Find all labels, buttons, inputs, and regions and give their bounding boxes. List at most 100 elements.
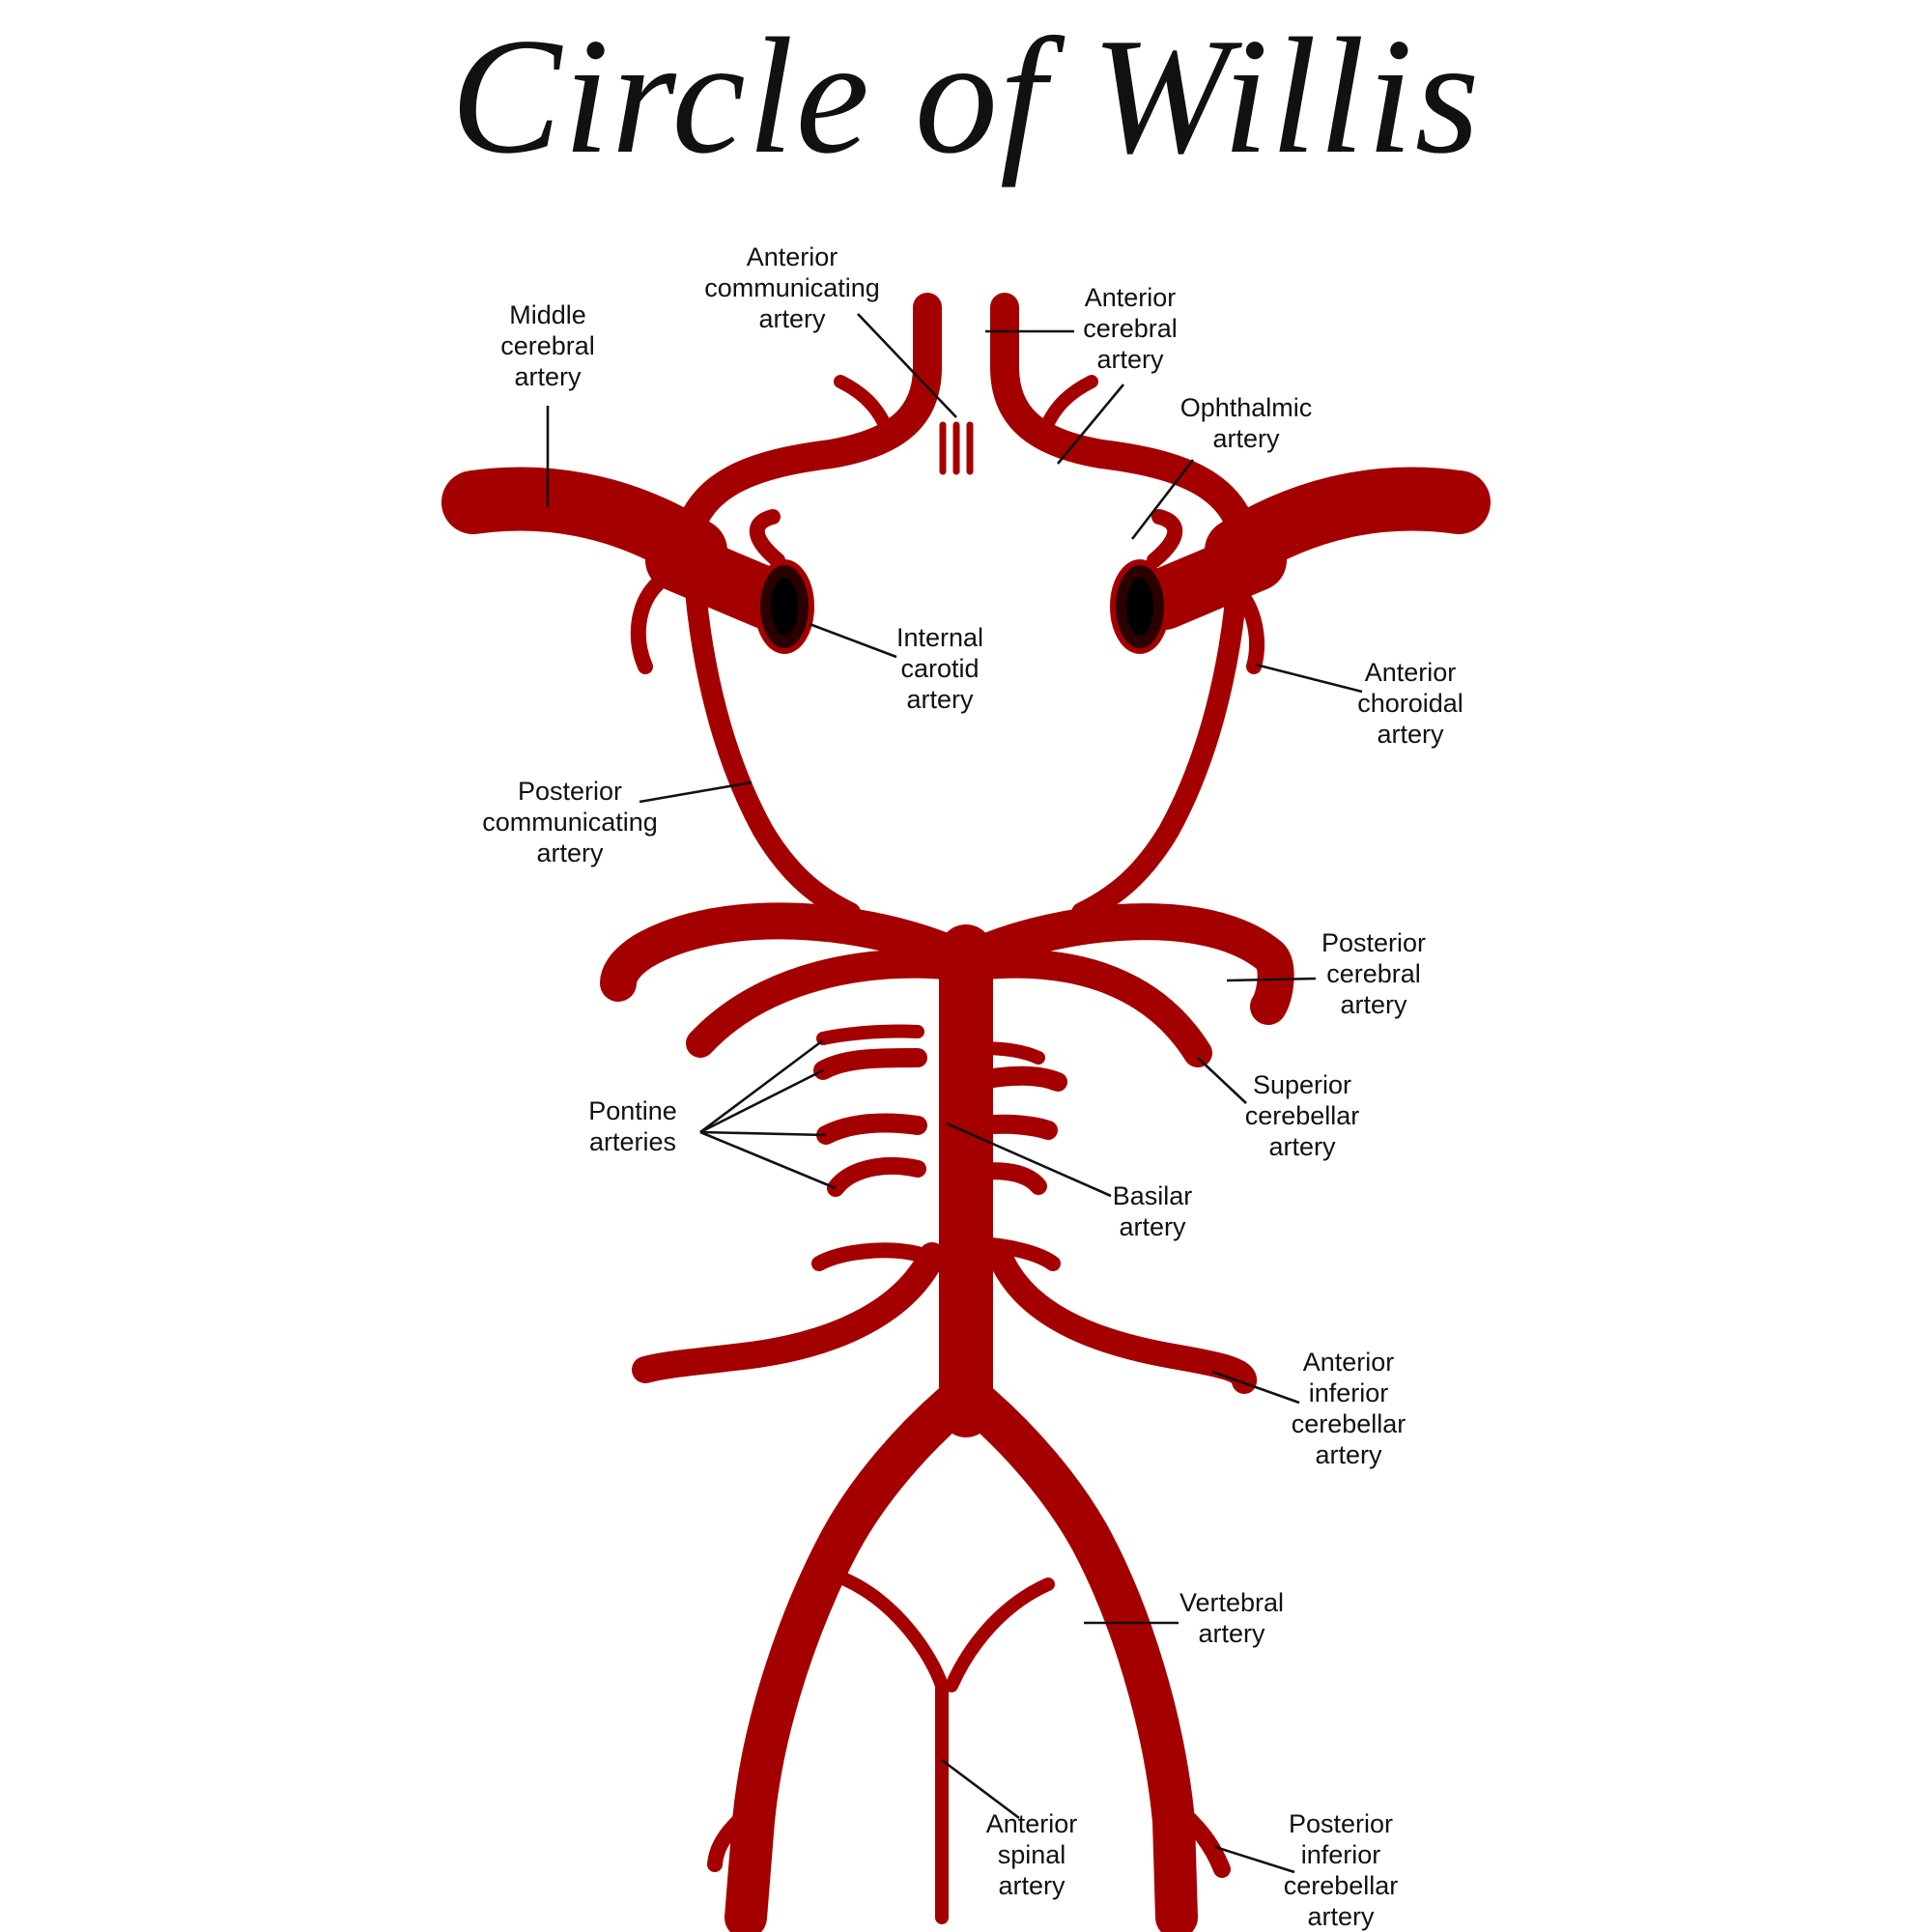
posterior-cerebral-artery-left bbox=[600, 902, 975, 1002]
pontine-artery-left-1 bbox=[816, 1024, 924, 1045]
posterior-inferior-cerebellar-artery-left bbox=[707, 1799, 761, 1872]
anterior-inferior-cerebellar-artery-left bbox=[632, 1242, 946, 1383]
label-line: Posterior bbox=[517, 777, 623, 806]
label-line: cerebral bbox=[1326, 959, 1421, 988]
leader-anterior-inferior-cerebellar bbox=[1211, 1370, 1300, 1405]
pontine-artery-left-3 bbox=[816, 1113, 927, 1145]
pontine-artery-left-4 bbox=[827, 1157, 926, 1197]
diagram-title: Circle of Willis bbox=[450, 5, 1482, 188]
label-line: Middle bbox=[509, 300, 586, 329]
label-line: cerebral bbox=[500, 331, 595, 360]
internal-carotid-artery-right bbox=[1133, 529, 1287, 630]
pontine-artery-left-5 bbox=[811, 1242, 925, 1271]
leader-pontine-4 bbox=[699, 1130, 837, 1190]
label-line: Anterior bbox=[1084, 283, 1177, 312]
leader-anterior-spinal bbox=[941, 1758, 1020, 1820]
superior-cerebellar-artery-right bbox=[961, 949, 1212, 1067]
label-line: inferior bbox=[1300, 1840, 1381, 1869]
leader-superior-cerebellar bbox=[1197, 1057, 1247, 1104]
leader-posterior-inferior-cerebellar bbox=[1214, 1845, 1295, 1874]
label-line: artery bbox=[1315, 1440, 1382, 1469]
label-line: artery bbox=[1307, 1902, 1375, 1931]
label-line: artery bbox=[1119, 1212, 1186, 1241]
posterior-inferior-cerebellar-artery-right bbox=[1165, 1798, 1231, 1878]
anterior-cerebral-artery-right bbox=[990, 293, 1261, 560]
label-line: communicating bbox=[704, 273, 880, 302]
leader-posterior-communicating bbox=[639, 781, 753, 804]
posterior-communicating-artery-right bbox=[1071, 545, 1249, 923]
label-line: carotid bbox=[900, 654, 980, 683]
label-line: communicating bbox=[482, 808, 658, 837]
artery-network bbox=[441, 293, 1491, 1932]
leader-basilar bbox=[946, 1122, 1112, 1198]
internal-carotid-artery-left bbox=[645, 529, 799, 630]
leader-pontine-3 bbox=[699, 1130, 827, 1137]
label-line: Pontine bbox=[588, 1096, 677, 1125]
label-line: Anterior bbox=[746, 242, 838, 271]
superior-cerebellar-artery-left bbox=[686, 949, 971, 1058]
label-line: cerebral bbox=[1083, 314, 1178, 343]
label-line: Ophthalmic bbox=[1179, 393, 1313, 422]
label-line: Superior bbox=[1252, 1070, 1352, 1099]
label-line: choroidal bbox=[1357, 689, 1463, 718]
internal-carotid-openings bbox=[754, 559, 1170, 654]
label-line: artery bbox=[1340, 990, 1407, 1019]
anterior-spinal-branch-left bbox=[838, 1573, 949, 1692]
anterior-inferior-cerebellar-artery-right bbox=[987, 1243, 1257, 1394]
label-line: Posterior bbox=[1288, 1809, 1394, 1838]
label-line: cerebellar bbox=[1283, 1871, 1399, 1900]
label-line: cerebellar bbox=[1291, 1409, 1406, 1438]
ophthalmic-artery-left bbox=[749, 509, 785, 568]
leader-anterior-communicating bbox=[857, 313, 957, 418]
label-line: artery bbox=[1198, 1619, 1265, 1648]
label-line: artery bbox=[536, 838, 604, 867]
label-line: artery bbox=[1096, 345, 1164, 374]
label-line: artery bbox=[758, 304, 826, 333]
label-line: Internal bbox=[895, 623, 984, 652]
label-line: inferior bbox=[1308, 1378, 1389, 1407]
label-line: artery bbox=[1212, 424, 1280, 453]
anterior-cerebral-artery-left bbox=[671, 293, 942, 560]
leader-internal-carotid bbox=[809, 622, 897, 659]
label-line: Basilar bbox=[1112, 1181, 1193, 1210]
label-line: Anterior bbox=[1302, 1348, 1395, 1377]
label-line: artery bbox=[1377, 720, 1444, 749]
label-line: artery bbox=[1268, 1132, 1336, 1161]
label-line: artery bbox=[514, 362, 582, 391]
ophthalmic-artery-right bbox=[1147, 509, 1183, 568]
internal-carotid-opening-inner-left bbox=[771, 578, 798, 636]
vertebral-artery-left bbox=[724, 1384, 973, 1932]
anterior-spinal-branch-right bbox=[945, 1577, 1055, 1692]
posterior-communicating-artery-left bbox=[683, 545, 861, 923]
label-leader-lines bbox=[546, 313, 1363, 1874]
vertebral-artery-right bbox=[959, 1384, 1198, 1932]
leader-pontine-1 bbox=[699, 1038, 824, 1134]
label-line: artery bbox=[998, 1871, 1065, 1900]
label-line: Posterior bbox=[1321, 928, 1427, 957]
anterior-cerebral-branch-right bbox=[1037, 375, 1098, 441]
leader-pontine-2 bbox=[699, 1068, 824, 1134]
anterior-cerebral-branch-left bbox=[834, 375, 895, 441]
label-line: Anterior bbox=[1364, 658, 1457, 687]
internal-carotid-opening-inner-right bbox=[1126, 578, 1153, 636]
anterior-choroidal-artery-left bbox=[630, 577, 665, 674]
pontine-artery-left-2 bbox=[813, 1048, 927, 1080]
label-line: artery bbox=[906, 685, 974, 714]
leader-posterior-cerebral bbox=[1226, 977, 1317, 982]
leader-anterior-cerebral-arch bbox=[1056, 384, 1125, 465]
leader-ophthalmic bbox=[1130, 459, 1195, 540]
label-line: Anterior bbox=[985, 1809, 1078, 1838]
